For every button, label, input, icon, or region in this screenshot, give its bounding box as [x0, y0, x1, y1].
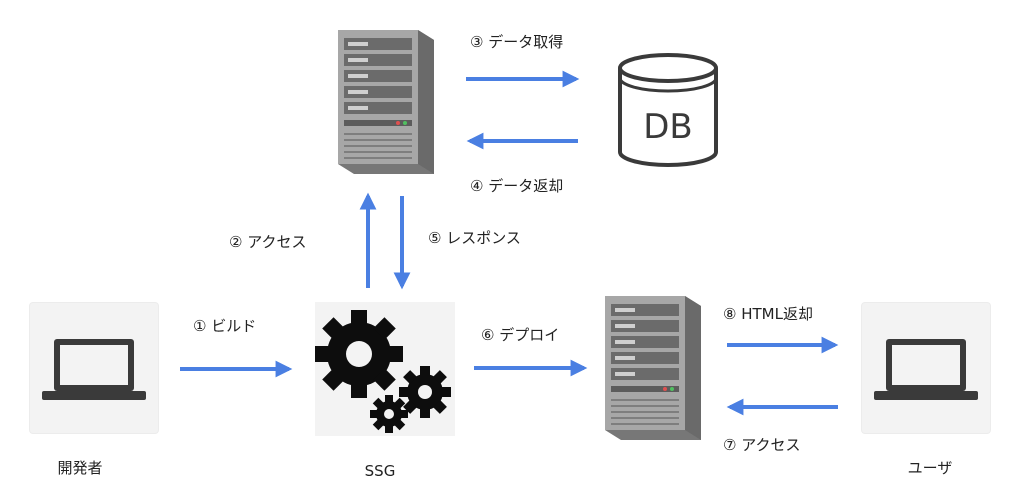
- db-label: DB: [643, 107, 693, 147]
- step-label-user-access: ⑦ アクセス: [723, 436, 801, 454]
- step-label-deploy: ⑥ デプロイ: [481, 326, 560, 344]
- step-label-return-html: ⑧ HTML返却: [723, 305, 813, 323]
- step-label-build: ① ビルド: [193, 317, 257, 335]
- ssg-tile: [315, 302, 455, 436]
- step-label-return-data: ④ データ返却: [470, 177, 564, 195]
- developer-caption: 開発者: [57, 459, 103, 477]
- user-caption: ユーザ: [907, 459, 953, 477]
- gears-icon: [315, 310, 451, 433]
- step-label-fetch-data: ③ データ取得: [470, 33, 564, 51]
- step-label-access: ② アクセス: [229, 233, 307, 251]
- user-tile: [862, 303, 990, 433]
- user-laptop-icon: [874, 339, 978, 400]
- web-server-icon: [605, 296, 701, 440]
- developer-tile: [30, 303, 158, 433]
- database-cylinder-icon: DB: [618, 53, 718, 167]
- step-label-response: ⑤ レスポンス: [428, 229, 521, 247]
- developer-laptop-icon: [42, 339, 146, 400]
- api-server-icon: [338, 30, 434, 174]
- ssg-caption: SSG: [364, 462, 396, 480]
